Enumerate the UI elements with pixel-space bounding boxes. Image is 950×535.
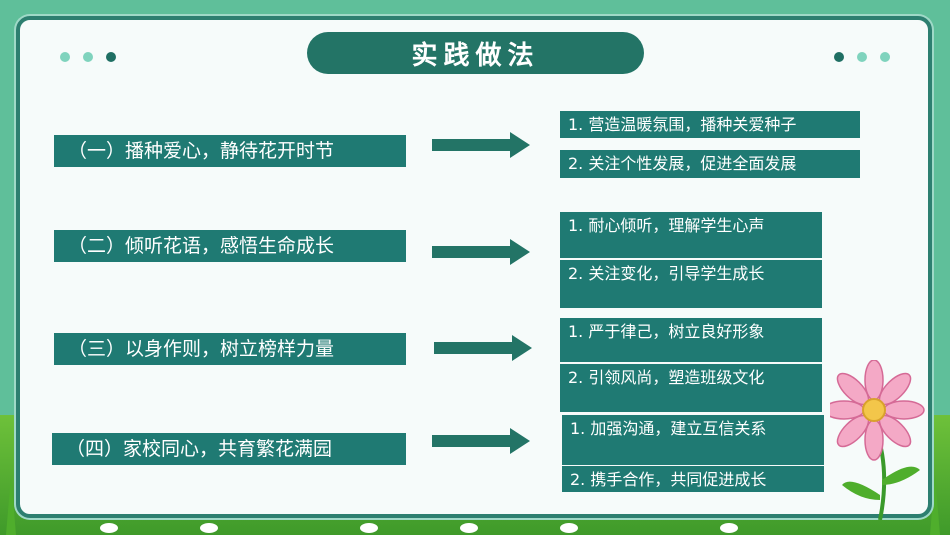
page-title: 实践做法: [307, 32, 644, 74]
decor-dot: [60, 52, 70, 62]
section-1-item-2: 2. 关注个性发展，促进全面发展: [560, 150, 860, 178]
grass-blade: [930, 475, 940, 535]
section-4-item-2: 2. 携手合作，共同促进成长: [562, 466, 824, 492]
decor-dot: [857, 52, 867, 62]
daisy-icon: [460, 523, 478, 533]
decor-dot: [880, 52, 890, 62]
decor-dot: [106, 52, 116, 62]
section-1-item-1: 1. 营造温暖氛围，播种关爱种子: [560, 111, 860, 138]
right-arrow-icon: [432, 428, 530, 454]
section-label-1: （一）播种爱心，静待花开时节: [54, 135, 406, 167]
decor-dot: [83, 52, 93, 62]
right-arrow-icon: [432, 132, 530, 158]
grass-blade: [6, 475, 16, 535]
section-label-4: （四）家校同心，共育繁花满园: [52, 433, 406, 465]
daisy-icon: [360, 523, 378, 533]
section-3-item-1: 1. 严于律己，树立良好形象: [560, 318, 822, 362]
daisy-icon: [560, 523, 578, 533]
decor-dot: [834, 52, 844, 62]
section-3-item-2: 2. 引领风尚，塑造班级文化: [560, 364, 822, 412]
daisy-icon: [720, 523, 738, 533]
section-label-3: （三）以身作则，树立榜样力量: [54, 333, 406, 365]
daisy-icon: [200, 523, 218, 533]
section-2-item-2: 2. 关注变化，引导学生成长: [560, 260, 822, 308]
section-2-item-1: 1. 耐心倾听，理解学生心声: [560, 212, 822, 258]
pink-flower-icon: [830, 360, 925, 520]
section-label-2: （二）倾听花语，感悟生命成长: [54, 230, 406, 262]
right-arrow-icon: [432, 239, 530, 265]
right-arrow-icon: [434, 335, 532, 361]
section-4-item-1: 1. 加强沟通，建立互信关系: [562, 415, 824, 465]
daisy-icon: [100, 523, 118, 533]
